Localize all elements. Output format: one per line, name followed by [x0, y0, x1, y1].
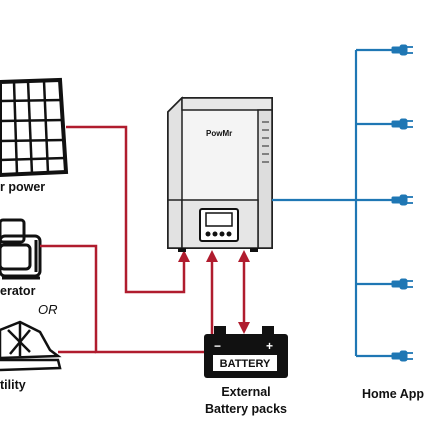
- external-battery-line2: Battery packs: [205, 402, 287, 416]
- svg-text:+: +: [266, 339, 273, 353]
- battery-label: BATTERY: [220, 358, 271, 370]
- generator-icon: [0, 218, 42, 280]
- inverter-display: [199, 208, 239, 242]
- output-wires: [272, 48, 392, 358]
- appliance-plug-icon: [391, 44, 413, 362]
- solar-power-label: r power: [0, 180, 46, 194]
- arrow-up-icon: [238, 250, 250, 262]
- utility-pylon-icon: [0, 320, 62, 372]
- arrow-up-icon: [178, 250, 190, 262]
- solar-wire: [66, 125, 186, 294]
- wire-arrowheads: [178, 250, 250, 334]
- inverter-unit: PowMr: [167, 96, 273, 252]
- home-appliances-label: Home App: [362, 387, 425, 401]
- svg-text:−: −: [214, 339, 221, 353]
- inverter-brand-logo: PowMr: [206, 129, 232, 138]
- battery-icon: BATTERY − +: [204, 326, 288, 378]
- input-wires: [40, 125, 246, 354]
- utility-label: tility: [0, 378, 26, 392]
- arrow-up-icon: [206, 250, 218, 262]
- generator-label: erator: [0, 284, 36, 298]
- solar-panel-icon: [0, 77, 69, 178]
- external-battery-line1: External: [221, 385, 271, 399]
- external-battery-label: External Battery packs: [196, 384, 296, 418]
- arrow-down-icon: [238, 322, 250, 334]
- or-label: OR: [38, 302, 58, 317]
